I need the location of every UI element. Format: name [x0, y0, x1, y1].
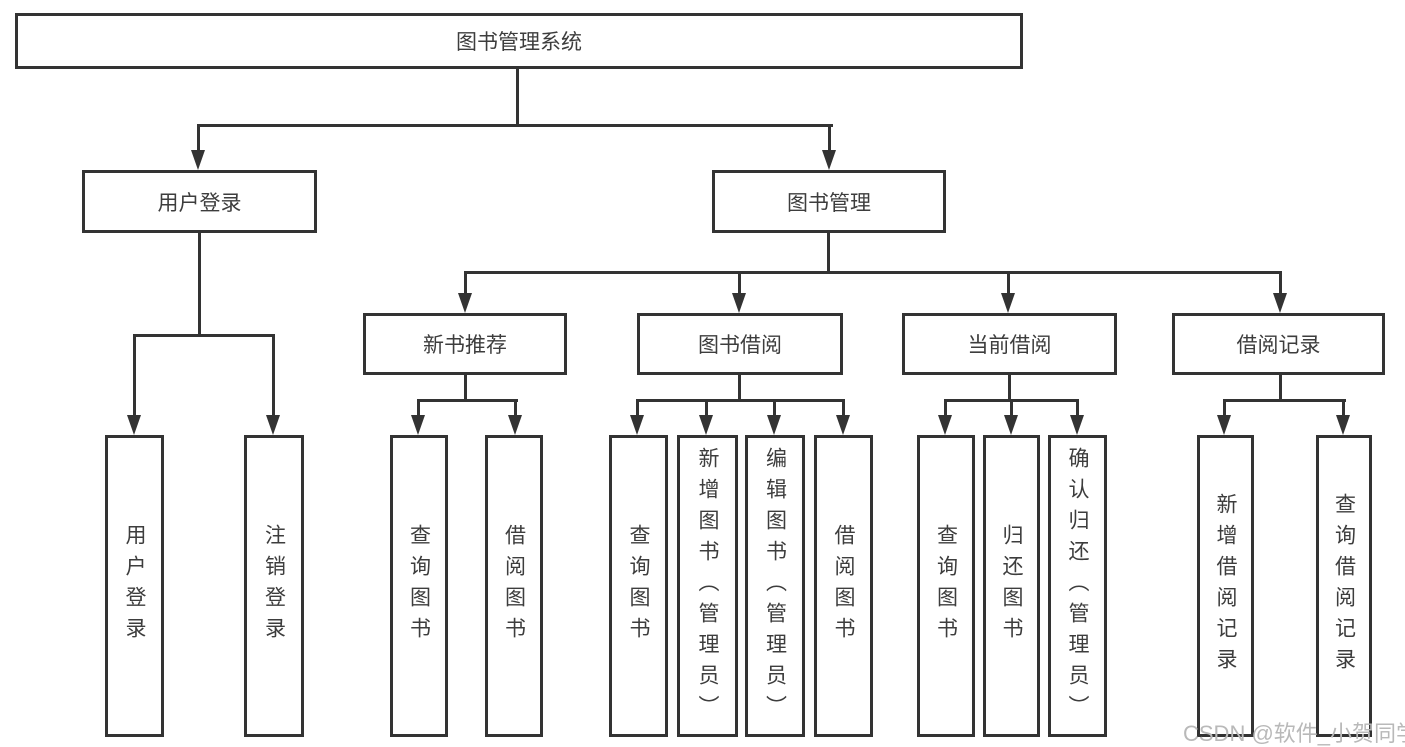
leaf-query-borrow-record: 查询借阅记录	[1316, 435, 1372, 737]
connector-drop	[514, 399, 517, 417]
connector-drop	[705, 399, 708, 417]
arrow-down-icon	[938, 415, 952, 435]
leaf-add-borrow-record: 新增借阅记录	[1197, 435, 1254, 737]
leaf-logout: 注销登录	[244, 435, 304, 737]
node-current-borrow: 当前借阅	[902, 313, 1117, 375]
arrow-down-icon	[458, 293, 472, 313]
connector-bookborrow-hbar	[636, 399, 845, 402]
connector-drop	[773, 399, 776, 417]
connector-currentborrow-stem	[1008, 375, 1011, 402]
connector-drop	[1223, 399, 1226, 417]
leaf-query-book-recommend: 查询图书	[390, 435, 448, 737]
connector-drop-borrow-record	[1279, 271, 1282, 295]
connector-drop	[417, 399, 420, 417]
connector-drop	[842, 399, 845, 417]
connector-drop-new-book	[464, 271, 467, 295]
connector-drop-leaf-login	[133, 334, 136, 416]
node-user-login-branch: 用户登录	[82, 170, 317, 233]
arrow-down-icon	[191, 150, 205, 170]
connector-drop	[944, 399, 947, 417]
arrow-down-icon	[1001, 293, 1015, 313]
connector-bookmgmt-stem	[827, 233, 830, 274]
leaf-return-book: 归还图书	[983, 435, 1040, 737]
arrow-down-icon	[1004, 415, 1018, 435]
arrow-down-icon	[732, 293, 746, 313]
connector-newbook-hbar	[417, 399, 518, 402]
connector-userlogin-hbar	[133, 334, 275, 337]
csdn-watermark: CSDN @软件_小贺同学	[1183, 721, 1405, 746]
connector-drop	[1342, 399, 1345, 417]
arrow-down-icon	[411, 415, 425, 435]
arrow-down-icon	[822, 150, 836, 170]
connector-drop	[636, 399, 639, 417]
connector-drop-user-login	[197, 124, 200, 152]
leaf-query-book-current: 查询图书	[917, 435, 975, 737]
connector-borrowrecord-stem	[1279, 375, 1282, 402]
arrow-down-icon	[836, 415, 850, 435]
node-book-management-branch: 图书管理	[712, 170, 946, 233]
arrow-down-icon	[630, 415, 644, 435]
connector-newbook-stem	[464, 375, 467, 402]
arrow-down-icon	[127, 415, 141, 435]
leaf-add-book-admin: 新增图书（管理员）	[677, 435, 738, 737]
leaf-edit-book-admin: 编辑图书（管理员）	[745, 435, 805, 737]
connector-drop-book-mgmt	[828, 124, 831, 152]
leaf-borrow-book-recommend: 借阅图书	[485, 435, 543, 737]
leaf-confirm-return-admin: 确认归还（管理员）	[1048, 435, 1107, 737]
connector-userlogin-stem	[198, 233, 201, 337]
connector-bookborrow-stem	[738, 375, 741, 402]
connector-drop	[1076, 399, 1079, 417]
connector-drop	[1010, 399, 1013, 417]
node-book-borrow: 图书借阅	[637, 313, 843, 375]
node-root-library-system: 图书管理系统	[15, 13, 1023, 69]
arrow-down-icon	[1217, 415, 1231, 435]
arrow-down-icon	[266, 415, 280, 435]
node-new-book-recommend: 新书推荐	[363, 313, 567, 375]
connector-drop-leaf-logout	[272, 334, 275, 416]
arrow-down-icon	[1273, 293, 1287, 313]
connector-drop-current-borrow	[1007, 271, 1010, 295]
leaf-user-login: 用户登录	[105, 435, 164, 737]
arrow-down-icon	[767, 415, 781, 435]
connector-drop-book-borrow	[738, 271, 741, 295]
arrow-down-icon	[699, 415, 713, 435]
node-borrow-record: 借阅记录	[1172, 313, 1385, 375]
leaf-query-book-borrow: 查询图书	[609, 435, 668, 737]
arrow-down-icon	[1336, 415, 1350, 435]
connector-bookmgmt-hbar	[464, 271, 1282, 274]
connector-root-hbar	[197, 124, 833, 127]
connector-root-stem	[516, 69, 519, 126]
arrow-down-icon	[508, 415, 522, 435]
leaf-borrow-book: 借阅图书	[814, 435, 873, 737]
connector-borrowrecord-hbar	[1223, 399, 1346, 402]
arrow-down-icon	[1070, 415, 1084, 435]
